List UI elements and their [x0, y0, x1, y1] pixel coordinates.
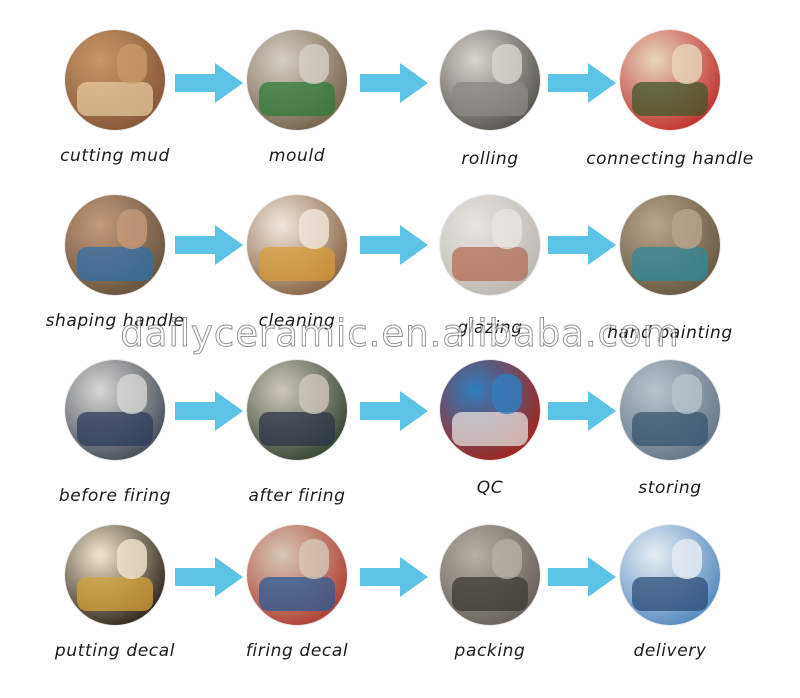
step-label: rolling: [461, 149, 519, 169]
photo-detail: [452, 412, 528, 446]
step-photo: [620, 195, 720, 295]
photo-detail: [259, 412, 335, 446]
step-label: before firing: [58, 486, 172, 506]
step-label: packing: [454, 641, 526, 661]
photo-detail: [117, 539, 147, 579]
photo-detail: [117, 374, 147, 414]
flow-arrow-icon: [175, 391, 243, 431]
step-photo: [620, 360, 720, 460]
photo-detail: [259, 247, 335, 281]
step-photo: [440, 360, 540, 460]
photo-detail: [117, 44, 147, 84]
photo-detail: [672, 539, 702, 579]
step-photo: [620, 525, 720, 625]
step-photo: [620, 30, 720, 130]
photo-detail: [672, 374, 702, 414]
flow-arrow-icon: [548, 63, 616, 103]
step-photo: [440, 195, 540, 295]
step-photo: [65, 195, 165, 295]
photo-detail: [299, 374, 329, 414]
flow-arrow-icon: [360, 63, 428, 103]
step-photo: [440, 525, 540, 625]
photo-detail: [452, 247, 528, 281]
photo-detail: [452, 577, 528, 611]
photo-detail: [259, 577, 335, 611]
photo-detail: [672, 44, 702, 84]
photo-detail: [299, 44, 329, 84]
step-photo: [65, 525, 165, 625]
step-label: storing: [638, 478, 702, 498]
photo-detail: [492, 44, 522, 84]
step-label: after firing: [248, 486, 346, 506]
step-label: cleaning: [258, 311, 336, 331]
photo-detail: [77, 412, 153, 446]
photo-detail: [77, 577, 153, 611]
step-label: connecting handle: [586, 149, 754, 169]
step-label: putting decal: [54, 641, 176, 661]
step-photo: [65, 30, 165, 130]
step-label: hand painting: [607, 323, 733, 343]
flow-arrow-icon: [175, 225, 243, 265]
photo-detail: [632, 82, 708, 116]
step-photo: [247, 195, 347, 295]
step-label: cutting mud: [60, 146, 170, 166]
flow-arrow-icon: [360, 225, 428, 265]
photo-detail: [77, 82, 153, 116]
step-label: glazing: [457, 318, 523, 338]
flow-arrow-icon: [175, 63, 243, 103]
step-photo: [247, 525, 347, 625]
step-photo: [440, 30, 540, 130]
photo-detail: [299, 539, 329, 579]
photo-detail: [492, 539, 522, 579]
photo-detail: [77, 247, 153, 281]
step-photo: [65, 360, 165, 460]
step-photo: [247, 30, 347, 130]
flow-arrow-icon: [175, 557, 243, 597]
step-label: shaping handle: [45, 311, 185, 331]
flow-arrow-icon: [548, 225, 616, 265]
photo-detail: [452, 82, 528, 116]
photo-detail: [632, 247, 708, 281]
step-photo: [247, 360, 347, 460]
photo-detail: [117, 209, 147, 249]
photo-detail: [632, 412, 708, 446]
photo-detail: [492, 209, 522, 249]
photo-detail: [259, 82, 335, 116]
photo-detail: [672, 209, 702, 249]
flow-arrow-icon: [360, 391, 428, 431]
photo-detail: [299, 209, 329, 249]
flow-arrow-icon: [360, 557, 428, 597]
flow-arrow-icon: [548, 391, 616, 431]
step-label: QC: [476, 478, 504, 498]
photo-detail: [492, 374, 522, 414]
photo-detail: [632, 577, 708, 611]
step-label: mould: [268, 146, 326, 166]
step-label: firing decal: [245, 641, 349, 661]
flow-arrow-icon: [548, 557, 616, 597]
step-label: delivery: [633, 641, 707, 661]
